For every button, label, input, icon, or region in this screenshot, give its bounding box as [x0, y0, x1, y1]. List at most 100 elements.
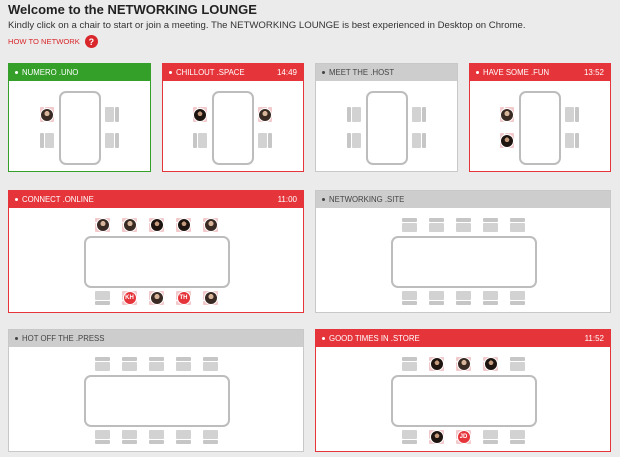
- chair[interactable]: [482, 291, 499, 305]
- help-icon[interactable]: ?: [84, 35, 98, 48]
- chair[interactable]: [148, 357, 165, 371]
- chair-occupied[interactable]: [175, 218, 192, 232]
- room-card-have-some-fun: HAVE SOME .FUN 13:52: [469, 63, 611, 172]
- chair[interactable]: [105, 132, 119, 149]
- room-timer: 14:49: [276, 68, 297, 77]
- chair[interactable]: [175, 430, 192, 444]
- chair-occupied[interactable]: [40, 106, 54, 123]
- chair-occupied[interactable]: [258, 106, 272, 123]
- status-dot-icon: [322, 198, 325, 201]
- avatar[interactable]: [149, 291, 164, 305]
- avatar-initials[interactable]: TH: [176, 291, 191, 305]
- status-dot-icon: [15, 337, 18, 340]
- chair[interactable]: [509, 291, 526, 305]
- meeting-table: [391, 375, 537, 427]
- chair[interactable]: [202, 430, 219, 444]
- chair[interactable]: [565, 106, 579, 123]
- room-header: CONNECT .ONLINE 11:00: [9, 191, 303, 208]
- chair[interactable]: [401, 430, 418, 444]
- avatar-initials[interactable]: KH: [122, 291, 137, 305]
- room-name: MEET THE .HOST: [329, 68, 395, 77]
- chair-occupied[interactable]: [428, 357, 445, 371]
- avatar[interactable]: [258, 107, 272, 122]
- chair-occupied[interactable]: [202, 218, 219, 232]
- avatar[interactable]: [95, 218, 110, 232]
- avatar[interactable]: [429, 357, 444, 371]
- avatar[interactable]: [500, 107, 514, 122]
- room-card-good-times-in-store: GOOD TIMES IN .STORE 11:52 JD: [315, 329, 611, 452]
- chair-occupied[interactable]: [193, 106, 207, 123]
- avatar[interactable]: [193, 107, 207, 122]
- chair[interactable]: [202, 357, 219, 371]
- page-title: Welcome to the NETWORKING LOUNGE: [8, 2, 257, 17]
- status-dot-icon: [15, 71, 18, 74]
- chair-occupied[interactable]: KH: [121, 291, 138, 305]
- chair[interactable]: [428, 291, 445, 305]
- chair-occupied[interactable]: [121, 218, 138, 232]
- avatar[interactable]: [122, 218, 137, 232]
- chair-occupied[interactable]: TH: [175, 291, 192, 305]
- chair-occupied[interactable]: [500, 132, 514, 149]
- room-name: CHILLOUT .SPACE: [176, 68, 245, 77]
- chair-occupied[interactable]: [148, 291, 165, 305]
- chair[interactable]: [509, 430, 526, 444]
- room-name: GOOD TIMES IN .STORE: [329, 334, 420, 343]
- chair-occupied[interactable]: [202, 291, 219, 305]
- chair[interactable]: [105, 106, 119, 123]
- chair[interactable]: [482, 218, 499, 232]
- chair[interactable]: [428, 218, 445, 232]
- room-header: HAVE SOME .FUN 13:52: [470, 64, 610, 81]
- avatar[interactable]: [483, 357, 498, 371]
- chair[interactable]: [482, 430, 499, 444]
- room-card-meet-the-host: MEET THE .HOST: [315, 63, 458, 172]
- chair[interactable]: [258, 132, 272, 149]
- status-dot-icon: [15, 198, 18, 201]
- chair[interactable]: [347, 106, 361, 123]
- chair[interactable]: [455, 291, 472, 305]
- chair[interactable]: [94, 291, 111, 305]
- chair[interactable]: [509, 357, 526, 371]
- room-card-numero-uno: NUMERO .UNO: [8, 63, 151, 172]
- avatar[interactable]: [500, 133, 514, 148]
- room-name: NETWORKING .SITE: [329, 195, 405, 204]
- chair-occupied[interactable]: [148, 218, 165, 232]
- avatar[interactable]: [40, 107, 54, 122]
- chair[interactable]: [148, 430, 165, 444]
- chair[interactable]: [401, 218, 418, 232]
- meeting-table: [84, 375, 230, 427]
- chair-occupied[interactable]: [94, 218, 111, 232]
- avatar[interactable]: [203, 291, 218, 305]
- avatar[interactable]: [456, 357, 471, 371]
- chair[interactable]: [401, 357, 418, 371]
- chair-occupied[interactable]: [500, 106, 514, 123]
- meeting-table: [84, 236, 230, 288]
- chair[interactable]: [94, 430, 111, 444]
- avatar[interactable]: [176, 218, 191, 232]
- chair[interactable]: [40, 132, 54, 149]
- chair[interactable]: [347, 132, 361, 149]
- chair-occupied[interactable]: [482, 357, 499, 371]
- chair[interactable]: [455, 218, 472, 232]
- how-to-network-link[interactable]: HOW TO NETWORK ?: [8, 35, 526, 48]
- status-dot-icon: [476, 71, 479, 74]
- chair[interactable]: [412, 132, 426, 149]
- chair-occupied[interactable]: JD: [455, 430, 472, 444]
- chair[interactable]: [94, 357, 111, 371]
- room-timer: 13:52: [583, 68, 604, 77]
- room-header: NETWORKING .SITE: [316, 191, 610, 208]
- chair[interactable]: [509, 218, 526, 232]
- chair[interactable]: [401, 291, 418, 305]
- chair-occupied[interactable]: [455, 357, 472, 371]
- chair[interactable]: [412, 106, 426, 123]
- chair[interactable]: [175, 357, 192, 371]
- chair[interactable]: [121, 430, 138, 444]
- chair[interactable]: [193, 132, 207, 149]
- avatar[interactable]: [203, 218, 218, 232]
- chair[interactable]: [121, 357, 138, 371]
- avatar-initials[interactable]: JD: [456, 430, 471, 444]
- chair[interactable]: [565, 132, 579, 149]
- avatar[interactable]: [149, 218, 164, 232]
- status-dot-icon: [322, 71, 325, 74]
- avatar[interactable]: [429, 430, 444, 444]
- chair-occupied[interactable]: [428, 430, 445, 444]
